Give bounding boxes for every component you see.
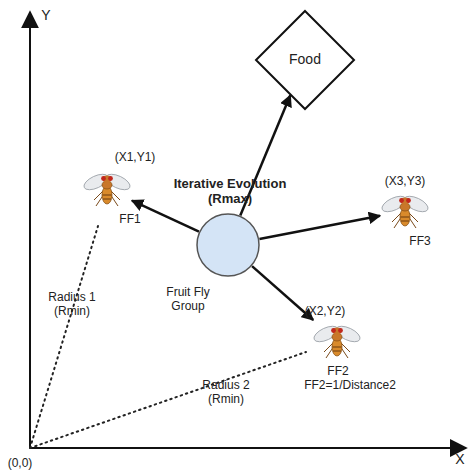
node-text: FF2=1/Distance2 [290,378,410,392]
fruit-fly-icon [380,190,430,232]
axis-label: Y [38,8,54,22]
arrow-connector [259,216,380,239]
axis-label: (0,0) [0,456,40,470]
fruit-fly: (X3,Y3)FF3 [380,190,430,232]
group-circle: Fruit Fly Group [196,213,260,277]
node-text: Fruit Fly Group [156,285,220,313]
radius-label: Radius 1 (Rmin) [42,290,102,318]
axis-label: X [452,452,468,466]
fruit-fly: (X2,Y2)FF2FF2=1/Distance2 [312,320,362,362]
circle-outline [196,213,260,277]
node-text: Food [255,52,355,66]
node-text: (X1,Y1) [105,150,165,164]
node-text: (X2,Y2) [295,304,355,318]
fruit-fly-icon [312,320,362,362]
y-axis [29,12,31,448]
fruit-fly-icon [82,168,132,210]
fruit-fly: (X1,Y1)FF1 [82,168,132,210]
node-text: (X3,Y3) [375,174,435,188]
arrow-connector [252,266,313,320]
radius-line [30,226,98,448]
edge-label: Iterative Evolution (Rmax) [164,176,296,206]
arrow-connector [132,201,199,232]
food-diamond: Food [255,10,355,110]
radius-label: Radius 2 (Rmin) [196,378,256,406]
radius-line [30,352,306,448]
node-text: FF2 [318,364,358,378]
node-text: FF1 [110,212,150,226]
x-axis [30,447,466,449]
node-text: FF3 [400,234,440,248]
